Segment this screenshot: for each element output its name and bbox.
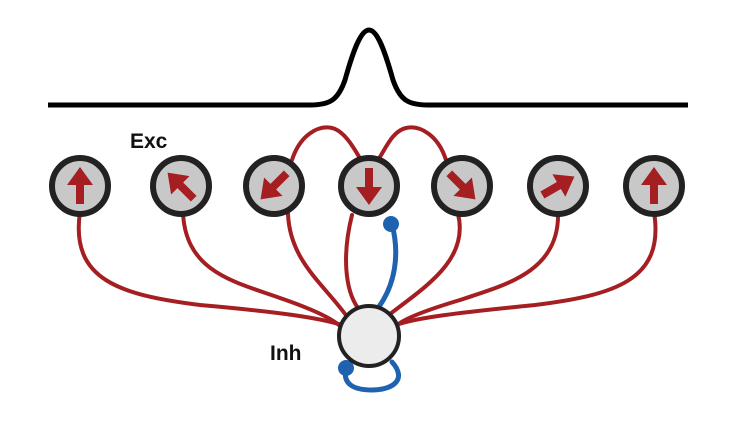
arrow-icon [641, 167, 667, 204]
excitatory-neuron-7 [623, 155, 685, 217]
exc-inh-connection-4 [344, 213, 360, 310]
exc-connection-3-4 [290, 125, 363, 162]
exc-inh-connection-5 [383, 212, 462, 320]
synapse-dot-icon [338, 360, 354, 376]
exc-inh-connection-1 [76, 210, 344, 327]
inhibitory-label: Inh [270, 342, 302, 365]
arrow-icon [540, 174, 575, 199]
exc-inh-connection-2 [181, 210, 344, 330]
excitatory-label: Exc [130, 130, 168, 153]
exc-inh-connections [76, 210, 658, 330]
excitatory-neuron-2 [150, 155, 212, 217]
excitatory-neuron-3 [243, 155, 305, 217]
arrow-icon [356, 168, 382, 205]
excitatory-neuron-6 [527, 155, 589, 217]
inh-connections [342, 221, 401, 393]
arrow-icon [446, 170, 476, 200]
synapse-dot-icon [383, 216, 399, 232]
exc-connection-4-5 [376, 125, 448, 162]
excitatory-neuron-1 [49, 155, 111, 217]
excitatory-neuron-5 [431, 155, 493, 217]
excitatory-neuron-4 [338, 155, 400, 217]
exc-inh-connection-3 [286, 212, 350, 320]
inhibitory-neuron [337, 304, 401, 368]
exc-inh-connection-6 [394, 210, 561, 328]
arrow-icon [167, 172, 197, 202]
arrow-icon [67, 167, 93, 204]
inh-to-exc-connection [375, 221, 399, 311]
exc-exc-connections [290, 125, 448, 162]
excitatory-neurons [49, 155, 685, 217]
arrow-icon [260, 170, 290, 200]
activity-bump-curve [48, 27, 688, 108]
exc-inh-connection-7 [394, 210, 658, 327]
inh-self-connection [342, 359, 401, 393]
